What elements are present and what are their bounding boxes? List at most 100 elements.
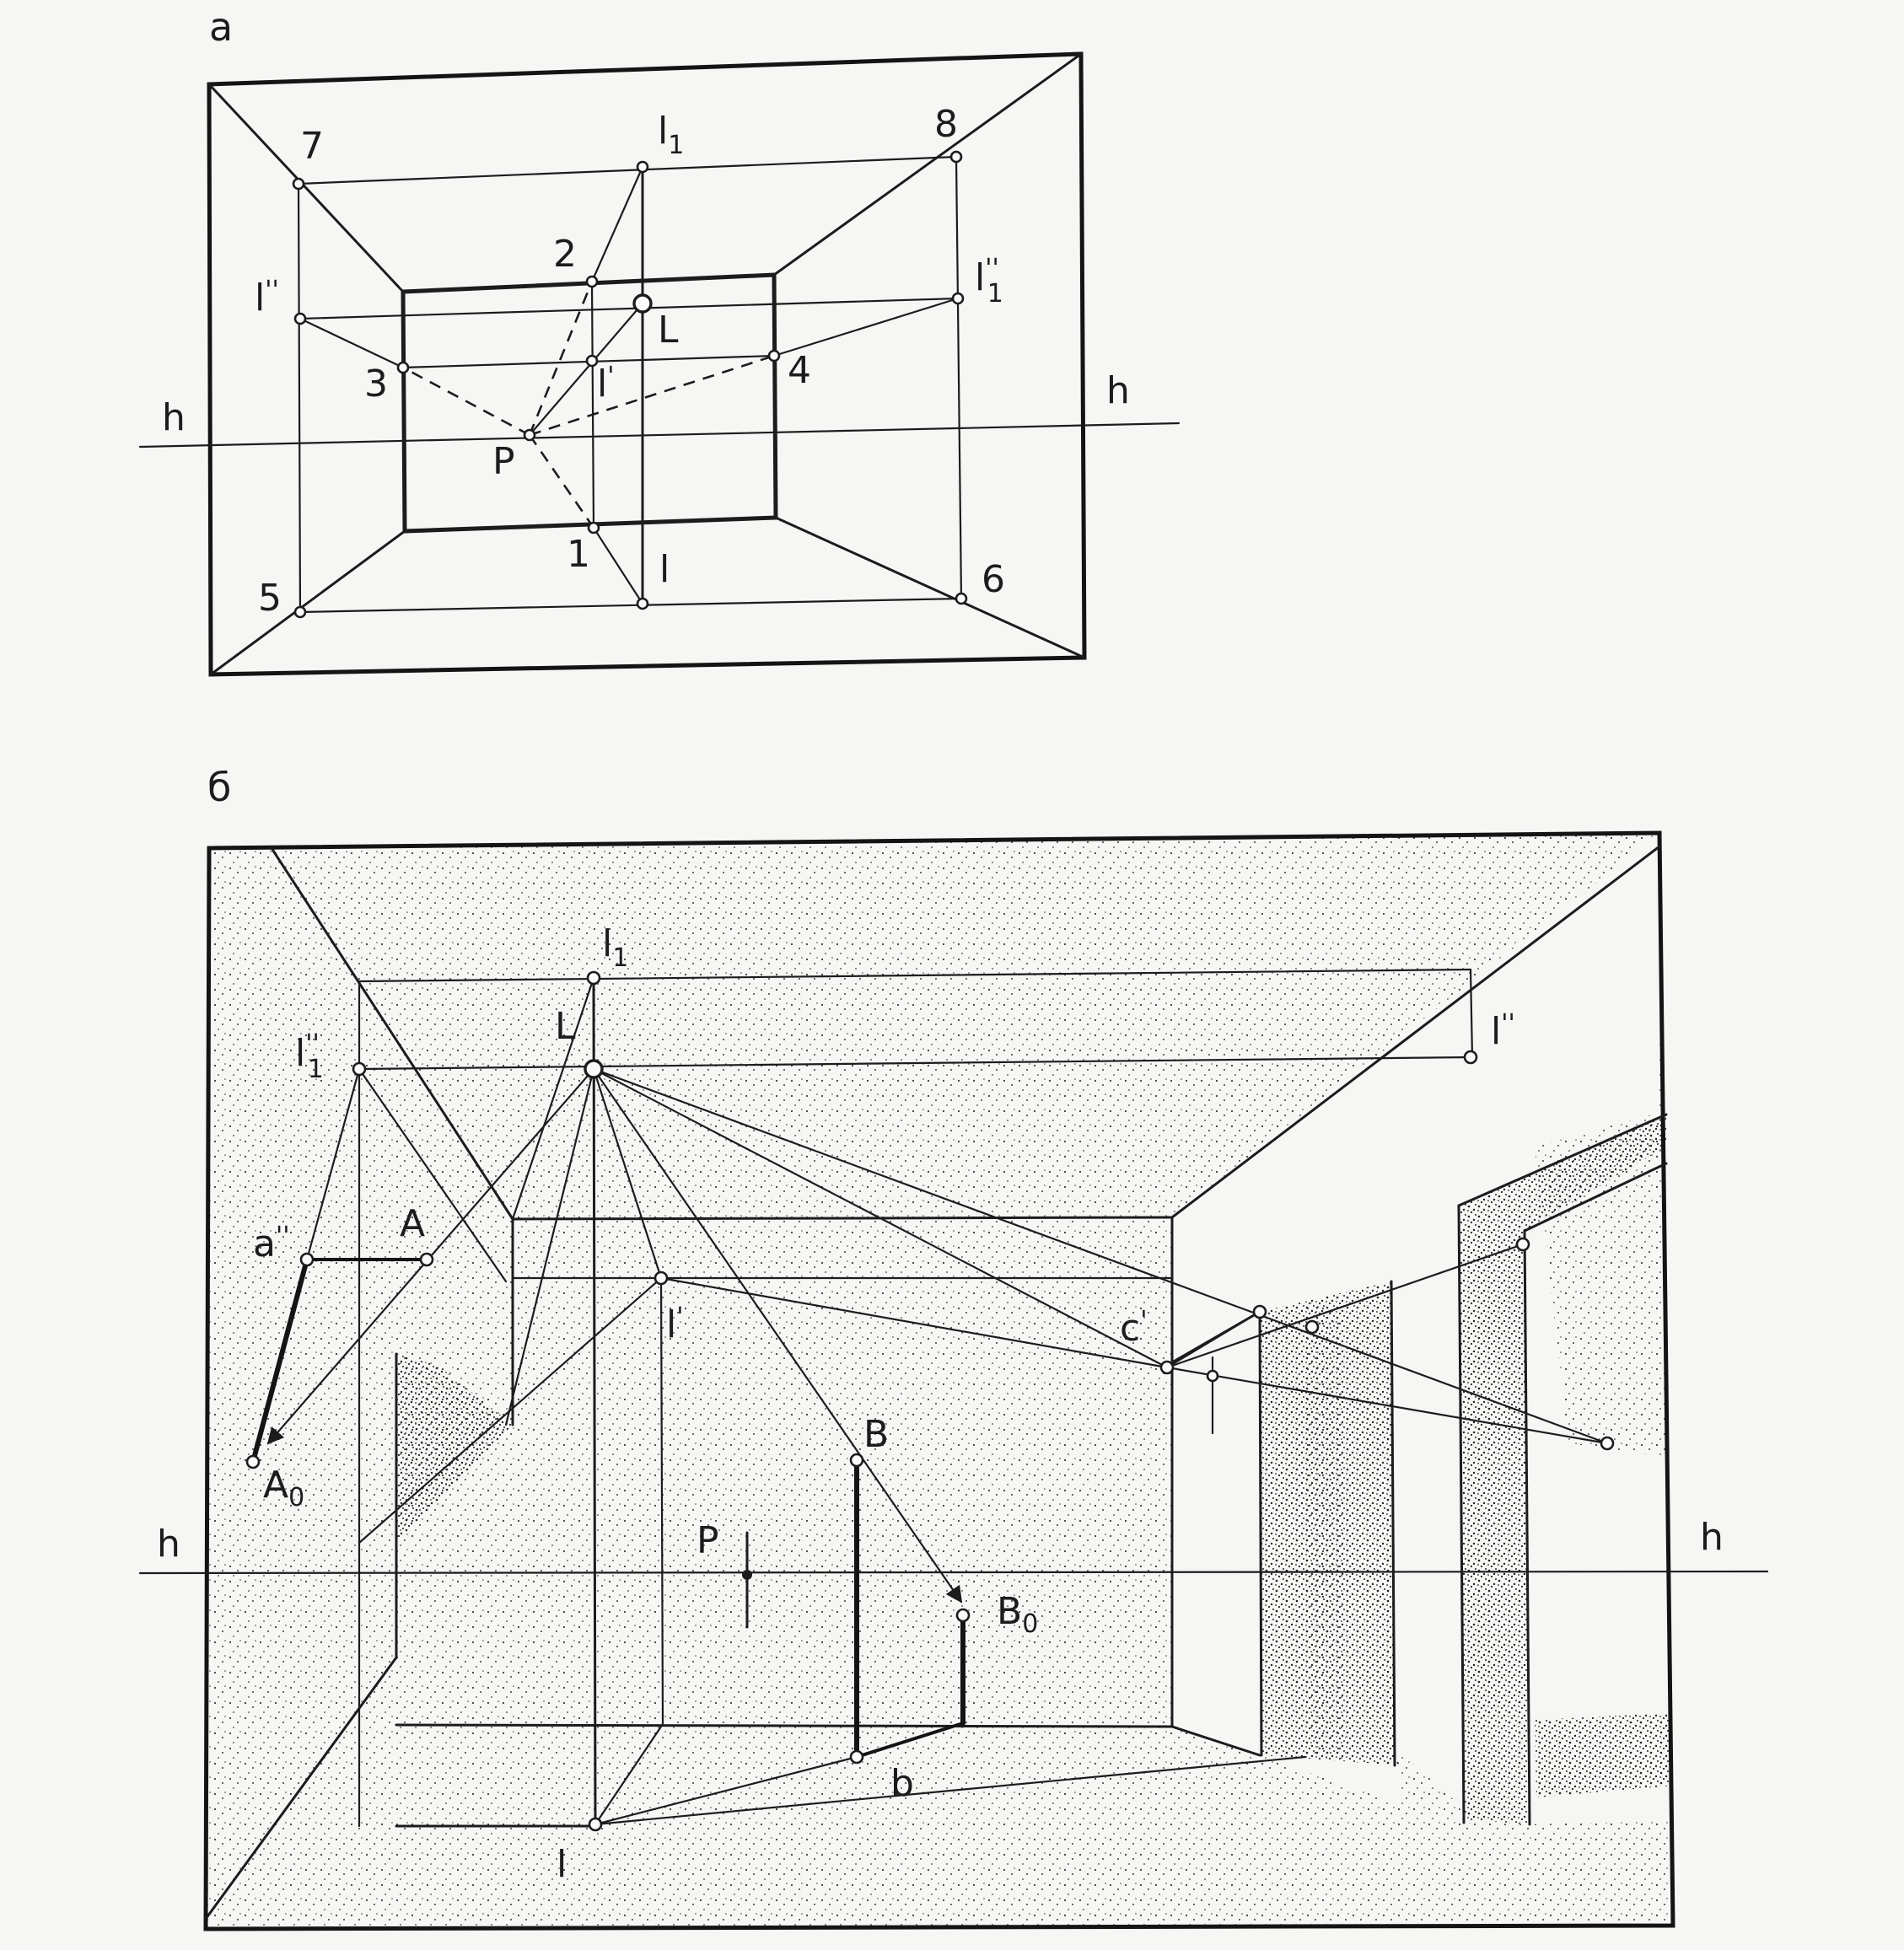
horizon-line xyxy=(138,422,1181,449)
point-l xyxy=(636,597,649,610)
line-l4-vert xyxy=(659,1276,664,1727)
line-L-wall xyxy=(504,1067,595,1426)
line-c-shadow xyxy=(1165,1366,1609,1445)
line-l3-4 xyxy=(772,297,960,357)
line-7-8 xyxy=(297,155,958,185)
point-A xyxy=(419,1252,434,1267)
horizon-label-left-b: h xyxy=(157,1523,180,1566)
label-L-b: L xyxy=(555,1005,576,1048)
label-a: a'' xyxy=(253,1222,289,1265)
point-1 xyxy=(587,521,600,535)
line-5-6 xyxy=(299,597,963,614)
line-8-6 xyxy=(955,155,963,600)
label-l1-b: l1 xyxy=(602,922,628,973)
point-5 xyxy=(293,605,307,619)
pillar-1-left xyxy=(1258,1310,1263,1757)
point-pillar-1 xyxy=(1252,1304,1267,1319)
label-l3: l''1 xyxy=(975,254,1003,309)
label-P: P xyxy=(492,440,515,483)
label-6: 6 xyxy=(982,558,1005,601)
point-l1-b xyxy=(586,970,601,986)
point-B0 xyxy=(955,1608,971,1623)
beam-right xyxy=(1459,1115,1666,1231)
shadow-b-base xyxy=(855,1722,965,1759)
line-2-1 xyxy=(590,280,595,529)
point-far xyxy=(1600,1436,1615,1451)
label-P-b: P xyxy=(697,1519,719,1562)
diag-top-right xyxy=(772,52,1083,277)
point-3 xyxy=(396,361,410,374)
point-l-b xyxy=(588,1817,603,1832)
pillar-2-face xyxy=(1459,1206,1530,1824)
panel-b-frame xyxy=(203,830,1675,1931)
point-2 xyxy=(585,275,599,288)
panel-b-label: б xyxy=(207,765,231,810)
point-c xyxy=(1159,1360,1175,1375)
point-l2 xyxy=(293,312,307,325)
point-8 xyxy=(949,150,963,164)
point-b xyxy=(849,1749,864,1765)
line-L-far xyxy=(592,1067,1609,1445)
point-l3 xyxy=(951,292,965,305)
line-L-l4 xyxy=(592,1067,663,1280)
horizon-label-left: h xyxy=(162,396,186,439)
line-l4-left xyxy=(358,1276,663,1544)
point-c2 xyxy=(1206,1369,1219,1383)
horizon-label-right: h xyxy=(1106,369,1130,412)
label-2: 2 xyxy=(553,233,577,276)
label-l4: l' xyxy=(597,362,614,406)
dash-P-3 xyxy=(402,366,530,437)
beam-edge-top xyxy=(1457,1113,1668,1207)
line-l1-top xyxy=(358,968,1472,983)
back-wall-surface xyxy=(396,1217,1172,1727)
label-7: 7 xyxy=(300,125,324,168)
point-A0 xyxy=(245,1454,261,1469)
label-A: A xyxy=(400,1202,425,1245)
door-recess xyxy=(396,1354,513,1543)
line-l-b xyxy=(594,1755,858,1826)
point-P xyxy=(523,428,536,442)
label-b: b xyxy=(890,1762,914,1805)
line-L-c xyxy=(592,1067,1169,1369)
label-l3-b: l'' xyxy=(1491,1009,1515,1053)
line-c-up xyxy=(1165,1243,1525,1369)
line-1-l xyxy=(592,526,644,605)
panel-b: б xyxy=(138,765,1769,1931)
point-P-b xyxy=(742,1570,752,1580)
pillar-2-left xyxy=(1457,1204,1466,1824)
line-P-L xyxy=(528,302,644,437)
line-l1-l xyxy=(592,976,597,1826)
label-4: 4 xyxy=(788,349,811,392)
line-l2-a xyxy=(305,1067,361,1261)
point-B xyxy=(849,1453,864,1468)
point-l1 xyxy=(636,160,649,174)
panel-a: а h h xyxy=(138,4,1181,677)
point-pillar-3 xyxy=(1515,1237,1530,1252)
edge-ceiling-right xyxy=(1170,845,1661,1219)
pillar-2-base xyxy=(1400,1752,1464,1823)
point-pillar-2 xyxy=(1304,1319,1320,1335)
line-l2-3 xyxy=(299,317,405,369)
dash-P-2 xyxy=(528,281,594,436)
label-8: 8 xyxy=(934,103,958,146)
line-l4-c xyxy=(659,1276,1169,1369)
line-l1-ceil xyxy=(511,976,595,1221)
point-L-b xyxy=(584,1059,604,1079)
right-floor-band xyxy=(1535,1713,1673,1797)
point-6 xyxy=(955,592,968,605)
label-l4-b: l' xyxy=(666,1303,683,1346)
edge-ceiling-left xyxy=(270,846,514,1221)
label-c: c' xyxy=(1120,1306,1147,1350)
line-l2-wall xyxy=(358,1067,508,1283)
dash-P-4 xyxy=(529,354,775,437)
point-l4-b xyxy=(653,1270,669,1286)
point-L xyxy=(632,293,653,314)
label-5: 5 xyxy=(258,577,282,620)
pillar-2-right xyxy=(1523,1229,1531,1826)
diag-bottom-left xyxy=(209,529,406,676)
label-l2: l'' xyxy=(255,276,279,320)
point-a xyxy=(299,1252,315,1267)
label-B: B xyxy=(863,1413,889,1456)
line-l3-drop xyxy=(1469,968,1474,1059)
